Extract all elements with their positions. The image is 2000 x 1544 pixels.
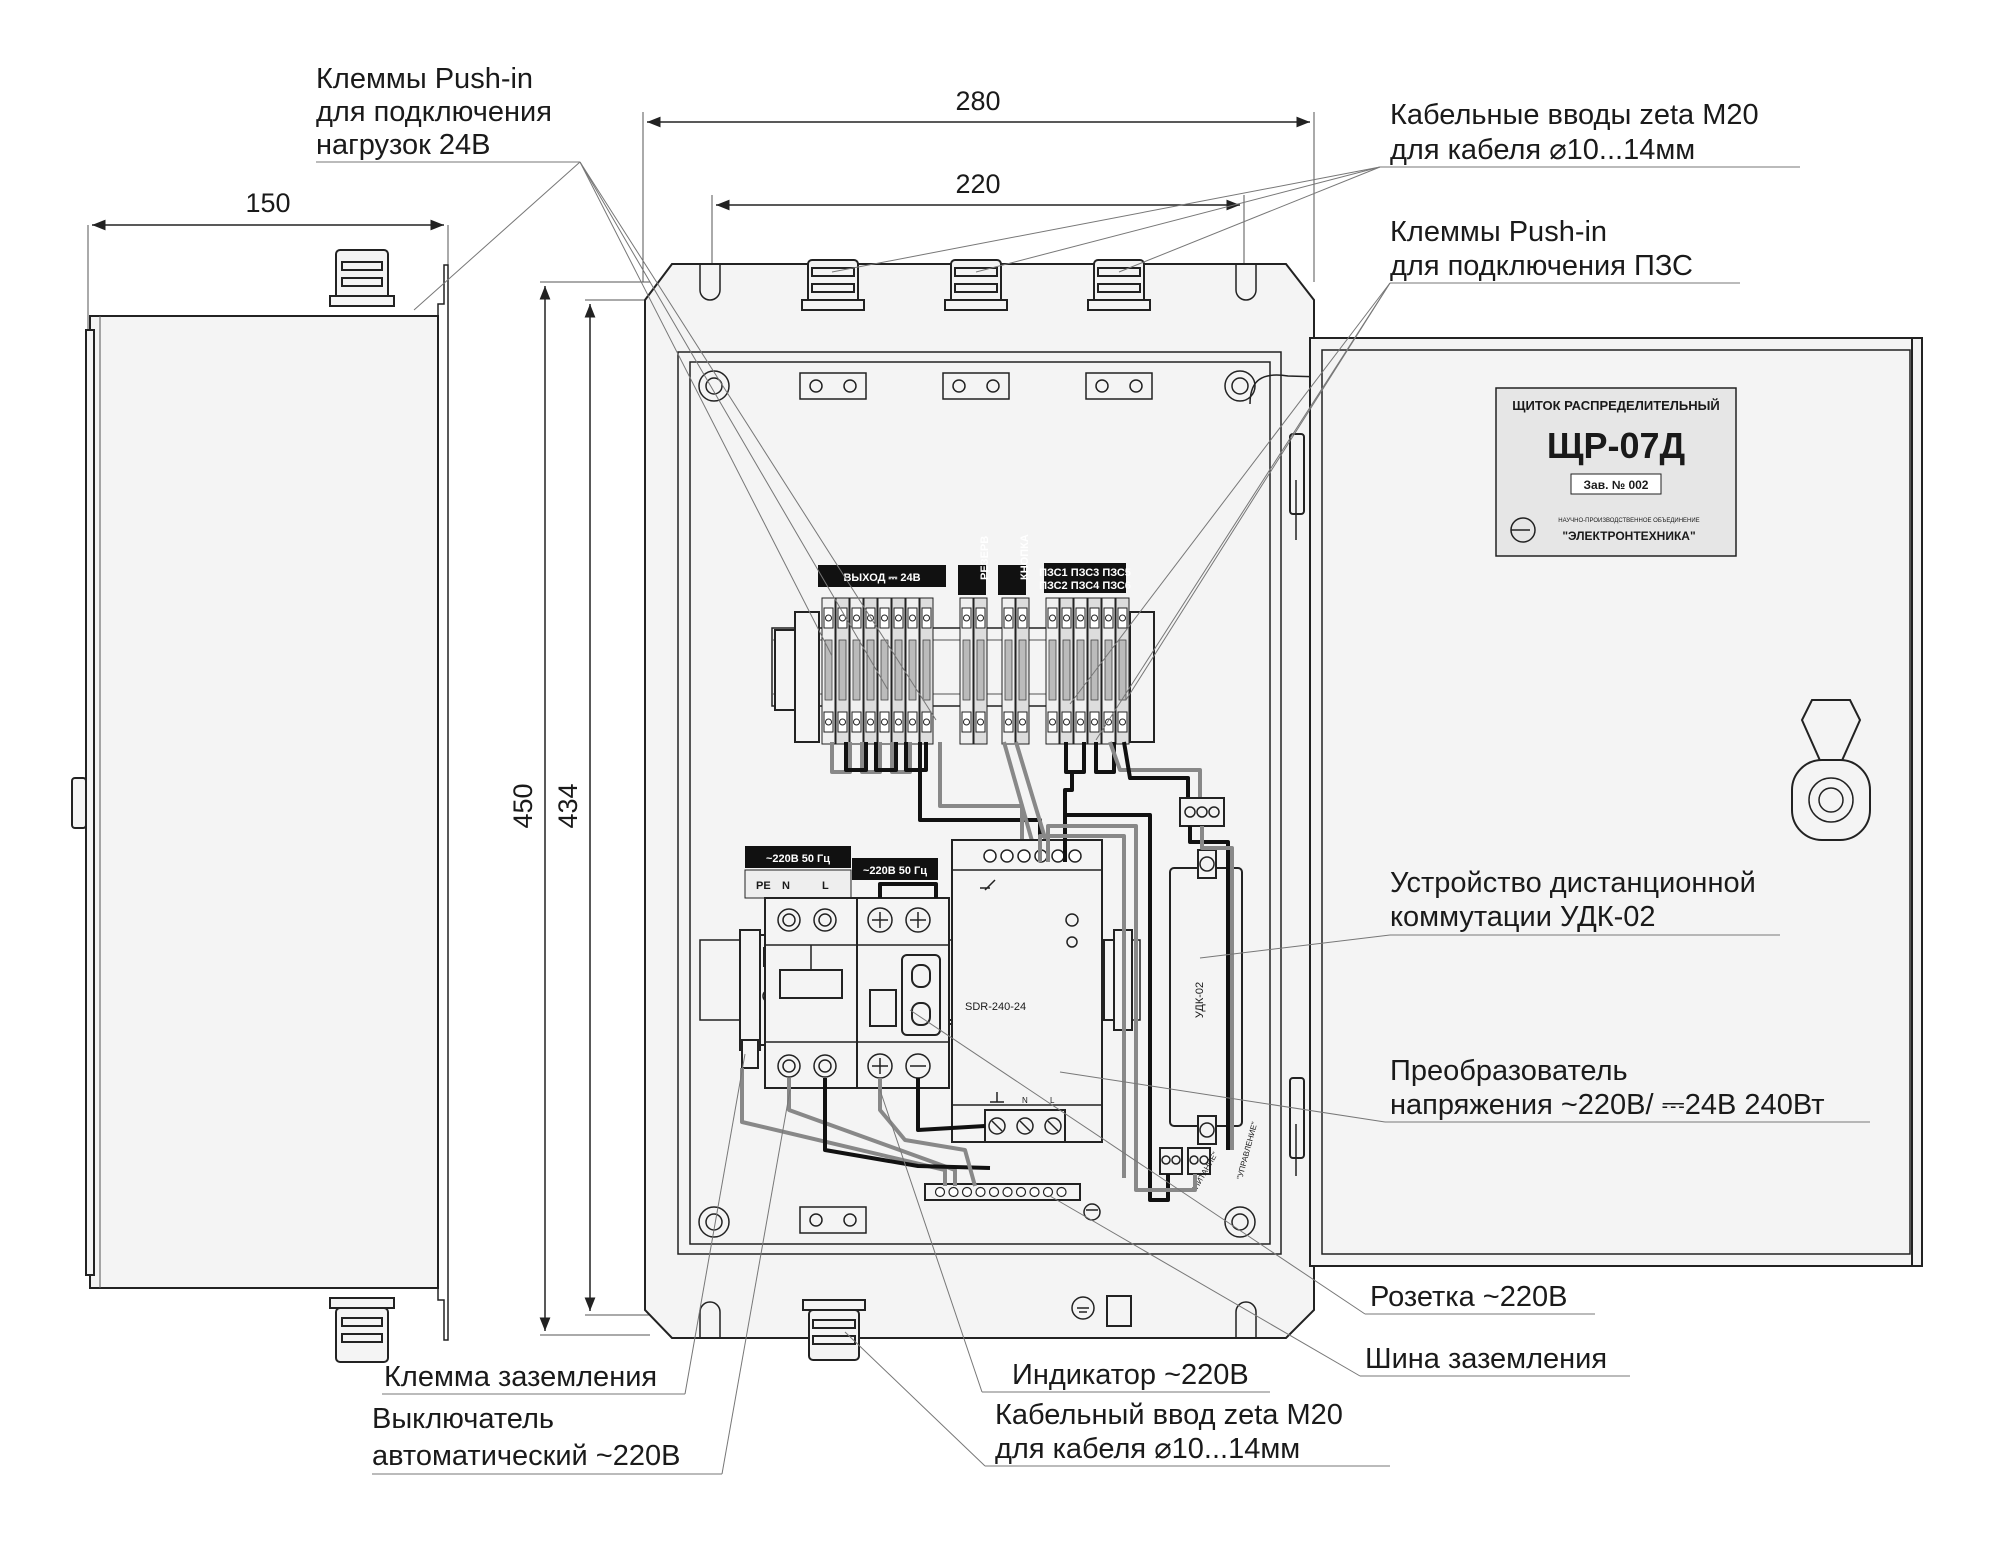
callout-converter-2: напряжения ~220В/ ⎓24В 240Вт xyxy=(1390,1089,1824,1121)
dim-height-inner: 434 xyxy=(553,783,583,828)
terminal xyxy=(891,597,906,745)
dim-depth: 150 xyxy=(245,188,290,218)
psu-screw xyxy=(1051,849,1065,863)
dim-height-outer: 450 xyxy=(508,783,538,828)
callout-ground-bus: Шина заземления xyxy=(1365,1343,1607,1375)
terminal xyxy=(863,597,878,745)
callout-cable-glands-1: Кабельные вводы zeta M20 xyxy=(1390,99,1759,131)
terminal xyxy=(959,597,974,745)
terminal xyxy=(835,597,850,745)
callout-push-in-loads-3: нагрузок 24В xyxy=(316,129,490,161)
indicator-socket xyxy=(856,897,950,1089)
callout-cable-gland-bottom-1: Кабельный ввод zeta M20 xyxy=(995,1399,1343,1431)
top-glands xyxy=(801,259,1151,311)
callout-indicator: Индикатор ~220В xyxy=(1012,1359,1249,1391)
wires-bottom xyxy=(740,813,1234,1202)
side-body xyxy=(89,315,439,1289)
bus-screw xyxy=(988,1186,1000,1198)
psu-screw xyxy=(1068,849,1082,863)
callout-cable-gland-bottom-2: для кабеля ⌀10...14мм xyxy=(995,1433,1300,1465)
terminal xyxy=(877,597,892,745)
ground-bus xyxy=(924,1183,1101,1221)
callout-cable-glands-2: для кабеля ⌀10...14мм xyxy=(1390,134,1695,166)
callout-breaker-2: автоматический ~220В xyxy=(372,1440,680,1472)
svg-text:L: L xyxy=(1050,1096,1055,1105)
callout-push-in-pzs-2: для подключения ПЗС xyxy=(1390,250,1693,282)
bus-screw xyxy=(975,1186,986,1198)
dim-width-inner: 220 xyxy=(955,169,1000,199)
front-view: ВЫХОД ⎓ 24В РЕЗЕРВ КНОПКА ПЗС1 ПЗС3 ПЗС5… xyxy=(644,259,1375,1361)
bus-screw xyxy=(1015,1186,1027,1198)
callout-udk-2: коммутации УДК-02 xyxy=(1390,901,1656,933)
label-pzs-top: ПЗС1 ПЗС3 ПЗС5 xyxy=(1039,567,1131,579)
bus-screw xyxy=(1056,1186,1067,1198)
callout-push-in-loads-2: для подключения xyxy=(316,96,552,128)
terminal-labels: ВЫХОД ⎓ 24В РЕЗЕРВ КНОПКА ПЗС1 ПЗС3 ПЗС5… xyxy=(818,534,1131,595)
psu-model: SDR-240-24 xyxy=(965,1001,1026,1013)
side-gland-bottom xyxy=(329,1297,395,1363)
psu-screw xyxy=(1000,849,1014,863)
label-button: КНОПКА xyxy=(1019,534,1031,580)
label-n: N xyxy=(782,880,790,892)
dim-width-outer: 280 xyxy=(955,86,1000,116)
label-pe: PE xyxy=(756,880,771,892)
psu-screw xyxy=(1017,849,1031,863)
terminal xyxy=(849,597,864,745)
svg-text:N: N xyxy=(1022,1096,1028,1105)
callout-breaker-1: Выключатель xyxy=(372,1403,554,1435)
side-view: 150 xyxy=(71,188,449,1363)
callout-push-in-loads-1: Клеммы Push-in xyxy=(316,63,533,95)
callout-push-in-pzs-1: Клеммы Push-in xyxy=(1390,216,1607,248)
bus-screw xyxy=(961,1186,973,1198)
terminal xyxy=(1015,597,1030,745)
label-output-24v: ВЫХОД ⎓ 24В xyxy=(843,572,920,584)
height-dimensions: 450 434 xyxy=(508,281,650,1336)
terminal xyxy=(919,597,934,745)
nameplate-org-small: НАУЧНО-ПРОИЗВОДСТВЕННОЕ ОБЪЕДИНЕНИЕ xyxy=(1558,518,1699,524)
callout-ground-terminal: Клемма заземления xyxy=(384,1361,657,1393)
terminal xyxy=(905,597,920,745)
bus-screw xyxy=(1002,1186,1013,1198)
callout-texts: Клеммы Push-in для подключения нагрузок … xyxy=(316,63,1824,1472)
bus-screw xyxy=(934,1186,946,1198)
terminal xyxy=(1059,597,1074,745)
label-mains-2: ~220В 50 Гц xyxy=(863,865,927,877)
bus-screw xyxy=(1029,1186,1040,1198)
bottom-gland xyxy=(802,1295,1132,1361)
terminal xyxy=(1115,597,1130,745)
udk-model: УДК-02 xyxy=(1194,982,1206,1018)
power-supply: SDR-240-24 N L xyxy=(951,839,1103,1143)
lock-icon[interactable] xyxy=(1791,699,1871,841)
bus-screw xyxy=(1042,1186,1054,1198)
terminal xyxy=(973,597,988,745)
door-view: ЩИТОК РАСПРЕДЕЛИТЕЛЬНЫЙ ЩР-07Д Зав. № 00… xyxy=(1289,337,1923,1267)
callout-converter-1: Преобразователь xyxy=(1390,1055,1628,1087)
nameplate-org: "ЭЛЕКТРОНТЕХНИКА" xyxy=(1562,529,1695,543)
leaders xyxy=(316,161,1870,1475)
width-dimensions: 280 220 xyxy=(642,86,1315,282)
nameplate-serial: Зав. № 002 xyxy=(1584,478,1649,492)
psu-screw xyxy=(983,849,997,863)
bus-screw xyxy=(948,1186,959,1198)
nameplate-header: ЩИТОК РАСПРЕДЕЛИТЕЛЬНЫЙ xyxy=(1512,398,1719,413)
mains-labels: ~220В 50 Гц PE N L ~220В 50 Гц xyxy=(744,846,938,899)
label-pzs-bottom: ПЗС2 ПЗС4 ПЗС6 xyxy=(1039,580,1131,592)
nameplate-model: ЩР-07Д xyxy=(1547,425,1685,466)
label-l: L xyxy=(822,880,829,892)
side-gland-top xyxy=(329,249,395,307)
label-reserve: РЕЗЕРВ xyxy=(979,536,991,580)
gland-plates xyxy=(799,372,1153,1234)
callout-udk-1: Устройство дистанционной xyxy=(1390,867,1756,899)
terminal xyxy=(821,597,836,745)
callout-socket: Розетка ~220В xyxy=(1370,1281,1567,1313)
terminal-blocks xyxy=(821,597,1130,745)
terminal xyxy=(1101,597,1116,745)
terminal xyxy=(1001,597,1016,745)
nameplate: ЩИТОК РАСПРЕДЕЛИТЕЛЬНЫЙ ЩР-07Д Зав. № 00… xyxy=(1495,387,1737,557)
terminal xyxy=(1045,597,1060,745)
label-mains-1: ~220В 50 Гц xyxy=(766,853,830,865)
terminal xyxy=(1073,597,1088,745)
